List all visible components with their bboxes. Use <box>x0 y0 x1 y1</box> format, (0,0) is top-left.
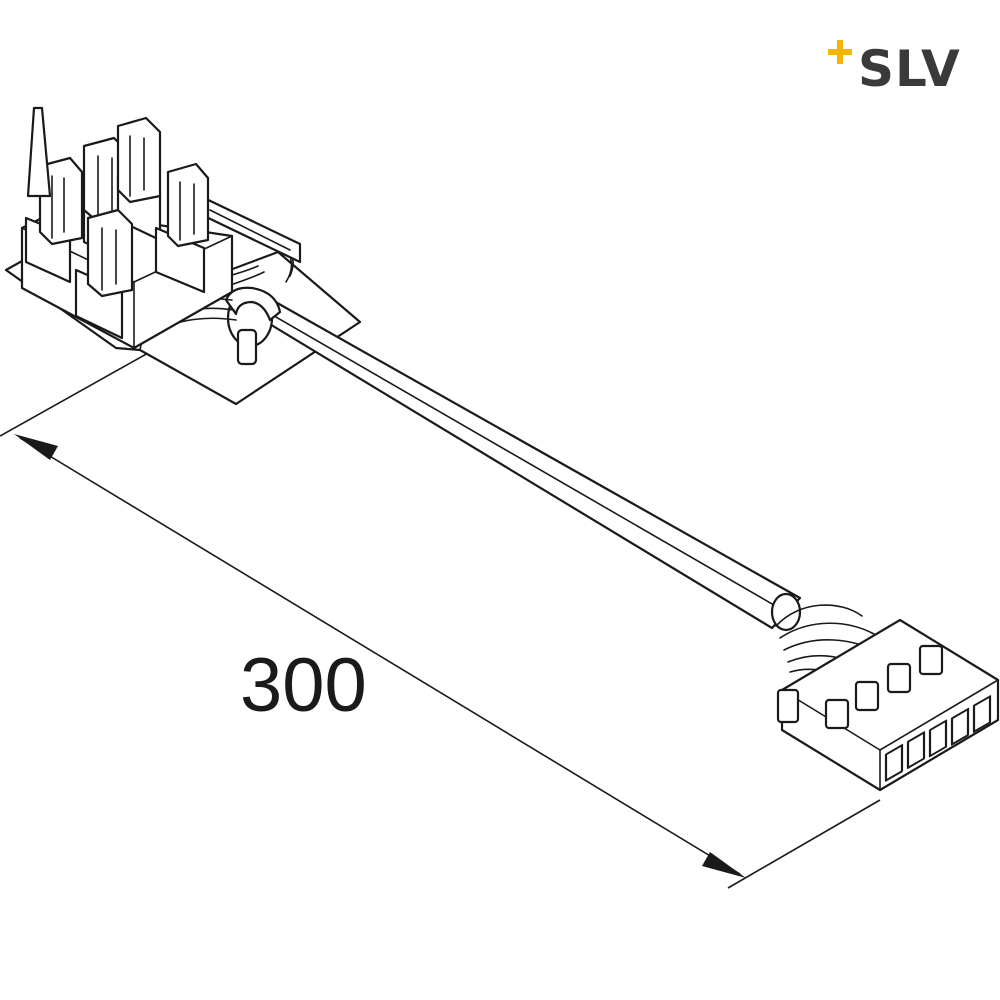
extension-line-left <box>0 351 151 437</box>
cable-clip <box>224 286 282 366</box>
end-connector <box>775 604 1000 792</box>
plus-sparkle-icon <box>828 40 852 64</box>
terminal-post-4 <box>154 162 210 294</box>
arrowhead-right <box>702 852 746 878</box>
dimension-label: 300 <box>240 643 367 728</box>
terminal-post-1 <box>24 156 84 284</box>
arrowhead-left <box>14 434 58 460</box>
connector-contacts <box>884 695 992 782</box>
terminal-pin <box>26 106 52 198</box>
terminal-block <box>20 106 302 350</box>
brand-logo: SLV <box>828 40 968 100</box>
cable-end-right <box>770 592 802 632</box>
extension-line-right <box>727 799 881 889</box>
terminal-post-5 <box>74 208 134 340</box>
brand-name: SLV <box>858 40 961 98</box>
dimension-measure-line <box>19 437 741 875</box>
cable <box>226 288 802 632</box>
dimension-line <box>0 351 881 889</box>
